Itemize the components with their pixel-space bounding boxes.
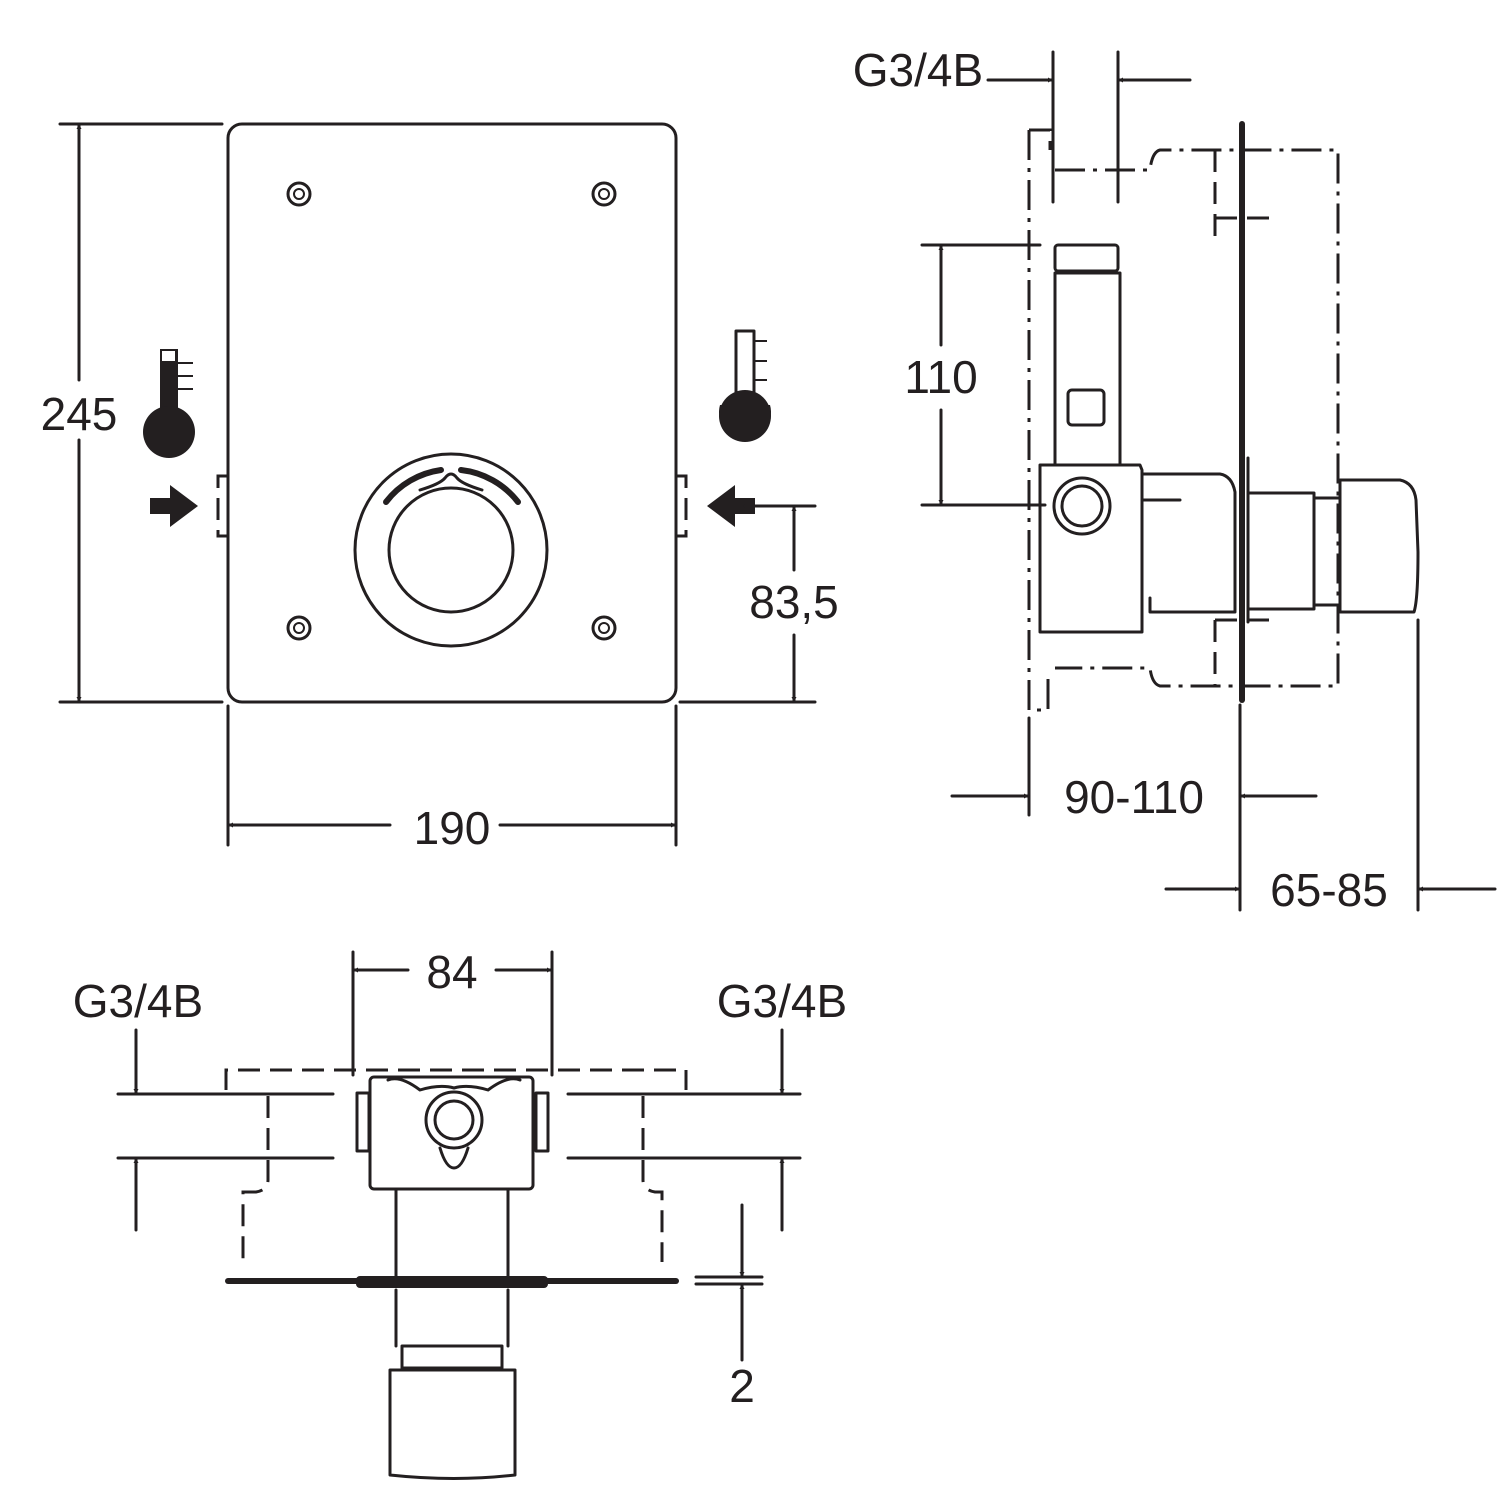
inlet-port bbox=[1052, 476, 1112, 536]
inlet-arrow-right-icon bbox=[707, 485, 755, 527]
front-view: 245 190 83,5 bbox=[41, 122, 839, 854]
inlet-stub-left bbox=[216, 474, 228, 538]
cover-plate-outline bbox=[226, 122, 678, 704]
thermometer-hot-icon bbox=[143, 349, 195, 458]
dim-spacing-84: 84 bbox=[426, 946, 477, 998]
valve-body bbox=[1038, 463, 1144, 634]
scale-arc-right bbox=[458, 467, 521, 505]
riser-pipe-cap bbox=[1053, 243, 1120, 273]
top-view: 84 G3/4B G3/4B bbox=[73, 946, 847, 1480]
knob-indicator bbox=[418, 472, 484, 492]
mounting-box-top-outline bbox=[224, 1068, 688, 1090]
spindle-sleeve bbox=[1246, 491, 1316, 611]
dim-height-110: 110 bbox=[904, 351, 977, 403]
inlet-arrow-left-icon bbox=[150, 485, 198, 527]
side-thread-label: G3/4B bbox=[853, 44, 983, 96]
top-thread-right-label: G3/4B bbox=[717, 975, 847, 1027]
rosette-ring[interactable] bbox=[353, 452, 549, 648]
scale-arc-left bbox=[383, 467, 444, 505]
side-view: G3/4B 110 bbox=[853, 44, 1497, 916]
dim-plate-thickness-2: 2 bbox=[729, 1360, 755, 1412]
mounting-box-outline bbox=[1027, 130, 1050, 712]
thermometer-cold-icon bbox=[719, 329, 771, 442]
dim-width-190: 190 bbox=[414, 802, 491, 854]
valve-body-top bbox=[368, 1075, 535, 1191]
dim-height-245: 245 bbox=[41, 388, 118, 440]
riser-pipe bbox=[1053, 271, 1122, 467]
control-knob[interactable] bbox=[387, 486, 515, 614]
handle-top[interactable] bbox=[388, 1368, 517, 1480]
screw-hole bbox=[286, 181, 312, 207]
handle[interactable] bbox=[1338, 478, 1420, 614]
screw-hole bbox=[591, 615, 617, 641]
dim-inlet-height-83-5: 83,5 bbox=[749, 576, 839, 628]
dim-depth-90-110: 90-110 bbox=[1064, 771, 1204, 823]
top-thread-left-label: G3/4B bbox=[73, 975, 203, 1027]
riser-window bbox=[1066, 388, 1106, 427]
dim-projection-65-85: 65-85 bbox=[1270, 864, 1388, 916]
screw-hole bbox=[286, 615, 312, 641]
inlet-stub-right bbox=[676, 474, 688, 538]
screw-hole bbox=[591, 181, 617, 207]
